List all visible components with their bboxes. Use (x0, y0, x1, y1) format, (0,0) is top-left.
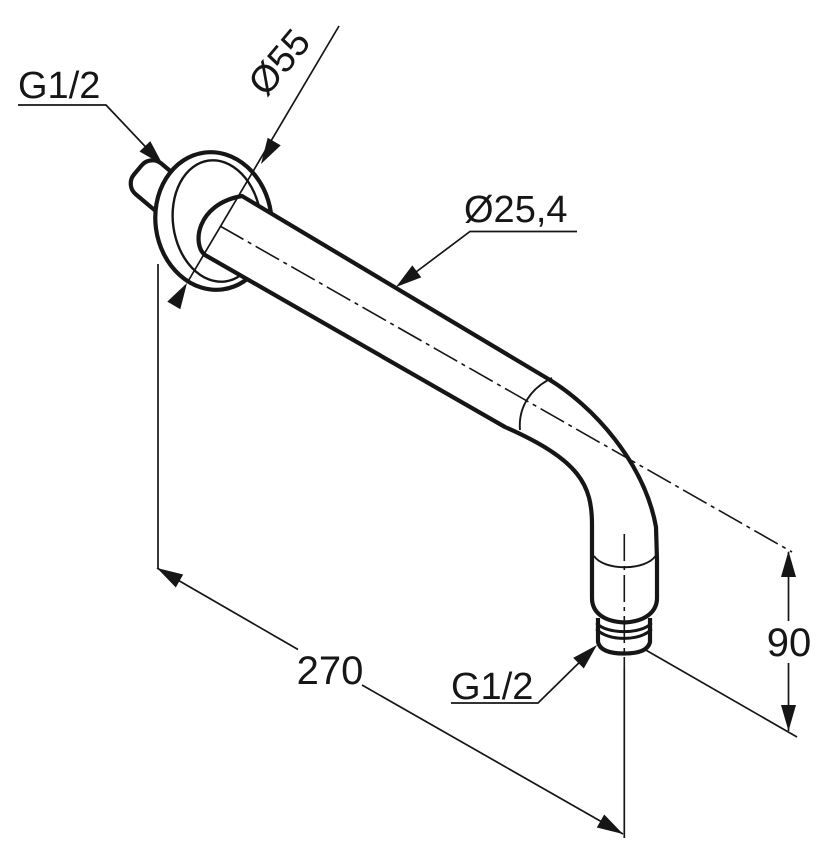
arrowhead-icon (781, 705, 796, 731)
arrowhead-icon (596, 814, 623, 834)
label-pipe-diameter: Ø25,4 (464, 189, 568, 231)
arrowhead-icon (781, 551, 796, 577)
dimension-line (361, 684, 624, 835)
label-arm-length: 270 (297, 649, 364, 693)
extension-line (643, 648, 798, 738)
dim-arm-length: 270 (156, 264, 624, 835)
arrowhead-icon (139, 141, 163, 165)
leader-line (18, 104, 159, 161)
dim-outlet-drop: 90 (643, 551, 812, 738)
label-outlet-thread: G1/2 (451, 666, 533, 708)
label-outlet-drop: 90 (767, 621, 812, 665)
pipe-body (196, 193, 660, 625)
leader-line (399, 230, 577, 285)
outlet-fitting-edge (595, 618, 653, 656)
label-wall-thread: G1/2 (18, 65, 100, 107)
label-flange-diameter: Ø55 (241, 22, 319, 104)
centerlines (219, 225, 793, 838)
arrowhead-icon (261, 137, 281, 164)
dim-outlet-thread: G1/2 (451, 645, 597, 708)
dim-pipe-diameter: Ø25,4 (396, 189, 577, 287)
arrowhead-icon (573, 645, 597, 669)
pipe-seam-upper (518, 377, 553, 431)
dim-wall-thread: G1/2 (18, 65, 163, 165)
pipe-axis-centerline (219, 225, 793, 553)
arrowhead-icon (396, 265, 422, 287)
leader-line (451, 649, 593, 704)
dimension-line (156, 567, 299, 651)
arrowhead-icon (167, 283, 187, 310)
arrowhead-icon (157, 568, 184, 588)
dimension-line (186, 25, 340, 284)
shower-arm (128, 150, 660, 656)
